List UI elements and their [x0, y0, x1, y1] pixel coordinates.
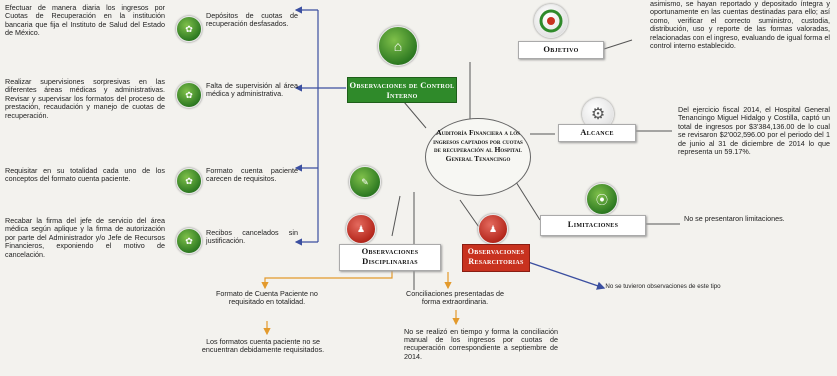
resarcitoria-finding: Conciliaciones presentadas de forma extr… — [406, 289, 504, 307]
target-icon — [534, 4, 568, 38]
control-interno-box: Observaciones de Control Interno — [347, 77, 457, 103]
alcance-text: Del ejercicio fiscal 2014, el Hospital G… — [678, 105, 830, 157]
resarcitorias-box: Observaciones Resarcitorias — [462, 244, 530, 272]
leaf-icon: ✿ — [176, 228, 202, 254]
building-icon: ⌂ — [378, 26, 418, 66]
limitaciones-box: Limitaciones — [540, 215, 646, 236]
leaf-icon: ✿ — [176, 16, 202, 42]
resarcitorias-note: No se tuvieron observaciones de este tip… — [605, 283, 721, 290]
people-icon: ♟ — [478, 214, 508, 244]
recommendation-deposits: Efectuar de manera diaria los ingresos p… — [5, 3, 165, 38]
disciplinaria-detail: Los formatos cuenta paciente no se encue… — [201, 337, 325, 355]
leaf-icon: ✿ — [176, 168, 202, 194]
alcance-box: Alcance — [558, 124, 636, 142]
resarcitoria-detail: No se realizó en tiempo y forma la conci… — [404, 327, 558, 361]
traffic-light-icon: ⦿ — [586, 183, 618, 215]
recommendation-cancel: Recabar la firma del jefe de servicio de… — [5, 216, 165, 259]
auditoria-oval: Auditoría Financiera a los ingresos capt… — [425, 118, 531, 196]
recommendation-format: Requisitar en su totalidad cada uno de l… — [5, 166, 165, 184]
leaf-icon: ✿ — [176, 82, 202, 108]
disciplinaria-finding: Formato de Cuenta Paciente no requisitad… — [216, 289, 318, 307]
objetivo-box: Objetivo — [518, 41, 604, 59]
objetivo-text: asimismo, se hayan reportado y depositad… — [650, 0, 830, 51]
finding-supervision: Falta de supervisión al área médica y ad… — [206, 81, 298, 99]
auditoria-title: Auditoría Financiera a los ingresos capt… — [433, 128, 523, 163]
finding-format: Formato cuenta paciente carecen de requi… — [206, 166, 298, 184]
disciplinarias-box: Observaciones Disciplinarias — [339, 244, 441, 271]
finding-deposits: Depósitos de cuotas de recuperación desf… — [206, 11, 298, 29]
recommendation-supervision: Realizar supervisiones sorpresivas en la… — [5, 77, 165, 120]
signature-icon: ✎ — [349, 166, 381, 198]
limitaciones-text: No se presentaron limitaciones. — [684, 214, 785, 223]
people-icon: ♟ — [346, 214, 376, 244]
finding-cancel: Recibos cancelados sin justificación. — [206, 228, 298, 246]
